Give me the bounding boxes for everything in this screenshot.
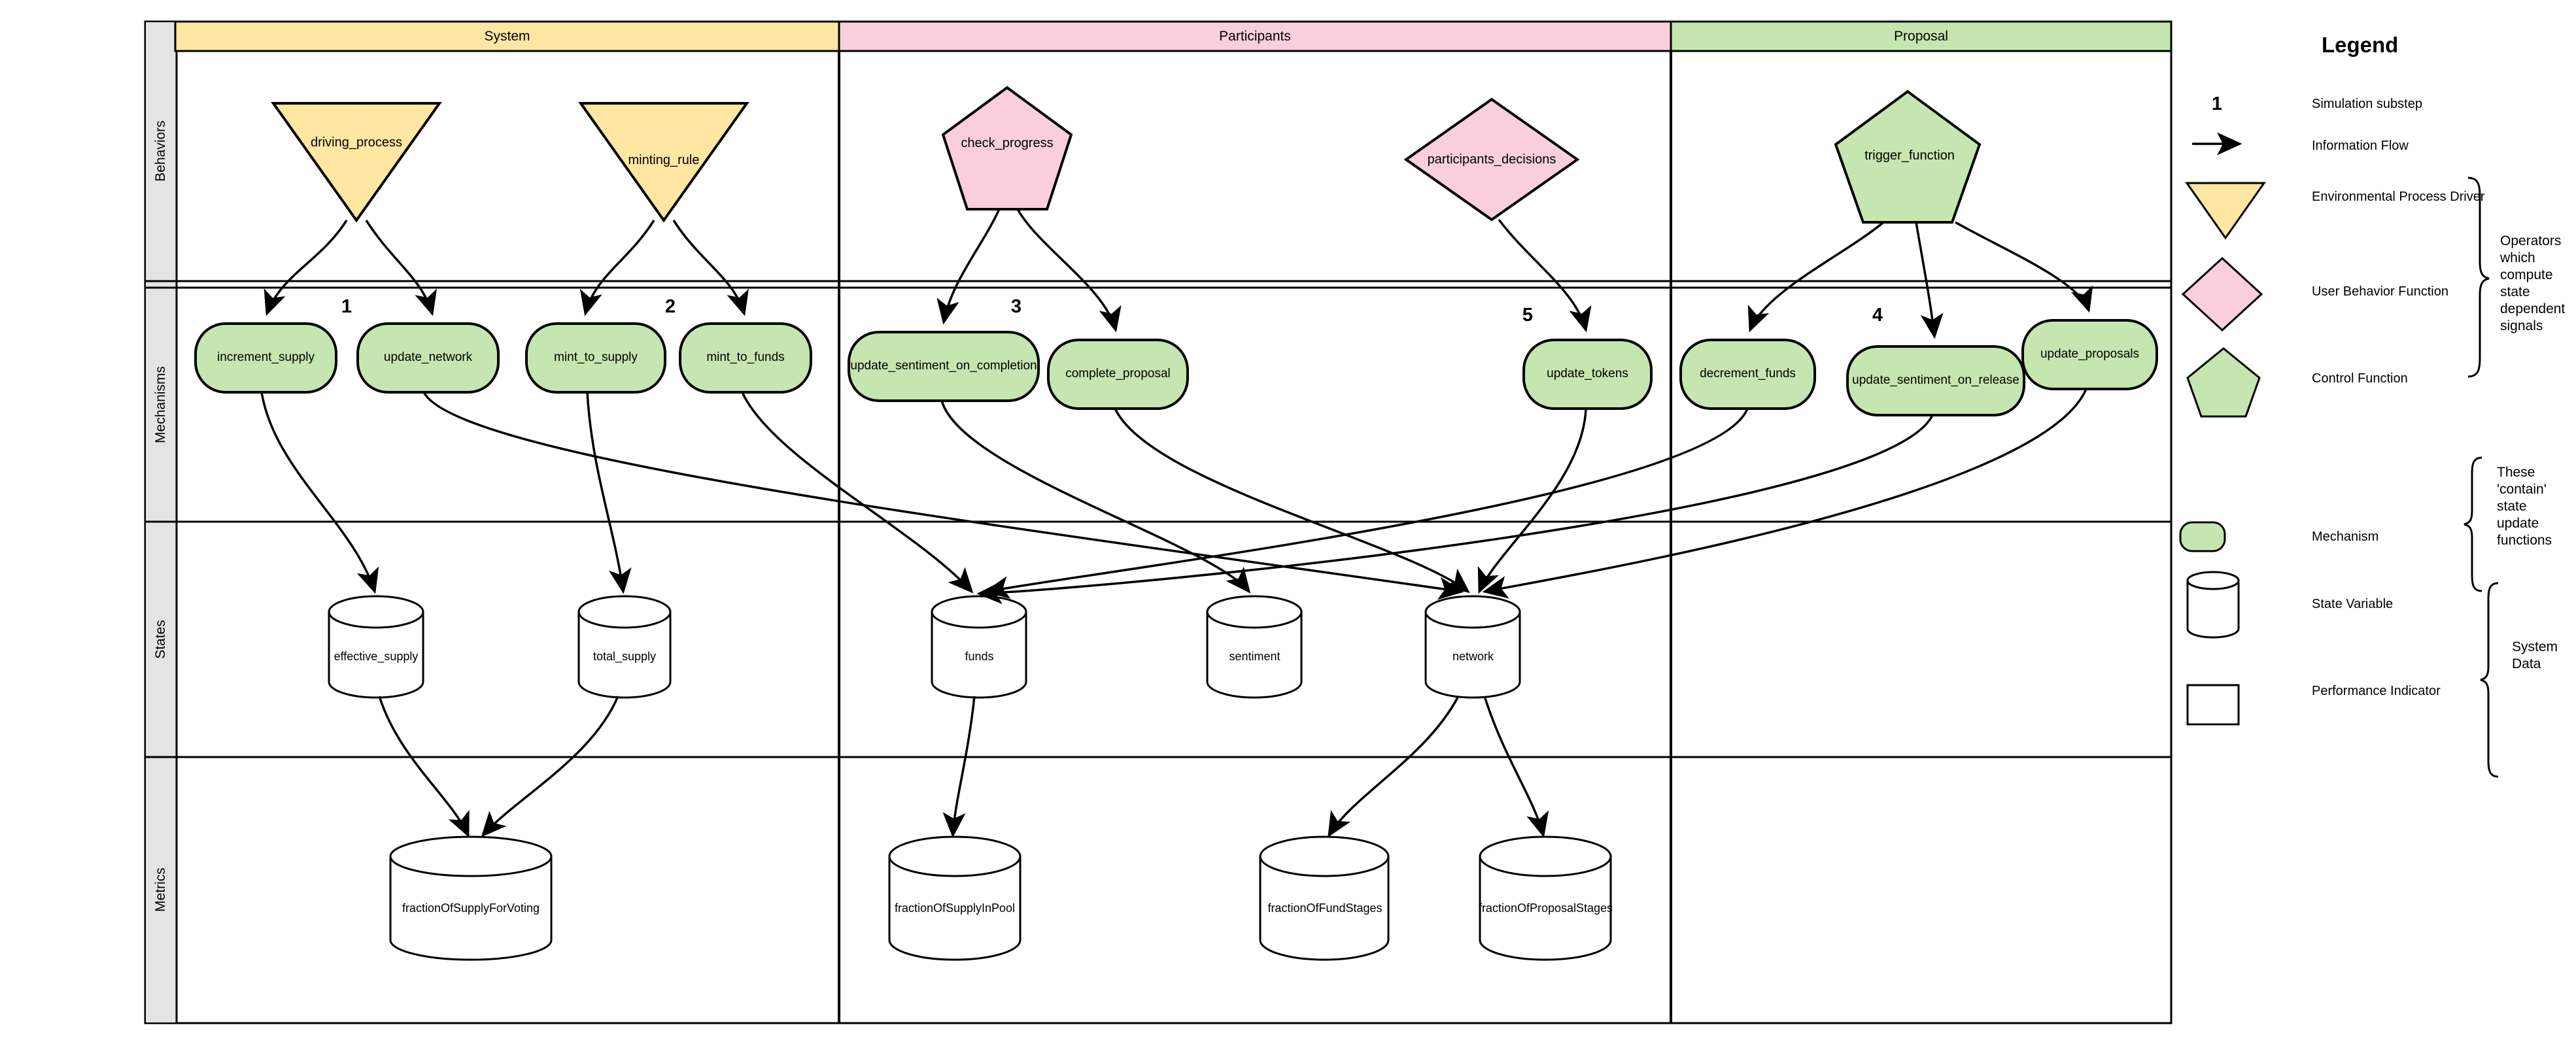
mechanism-shape-update-sentiment-on-release[interactable]: [1846, 345, 2025, 416]
legend-rounded-icon: [2179, 521, 2226, 552]
metric-shape-fraction-of-fund-stages[interactable]: [1259, 835, 1390, 961]
legend-cylinder-icon: [2186, 571, 2240, 639]
state-shape-network[interactable]: [1424, 595, 1521, 699]
legend-diamond-icon: [2181, 256, 2263, 332]
legend-brace-operators: [2467, 177, 2490, 378]
legend-brace-system-data: [2480, 582, 2499, 778]
legend-triangle-icon: [2185, 182, 2266, 240]
legend-brace-mechanism: [2464, 456, 2482, 592]
behavior-shape-minting-rule[interactable]: [578, 102, 749, 223]
metric-shape-fraction-of-supply-in-pool[interactable]: [888, 835, 1022, 961]
mechanism-shape-increment-supply[interactable]: [194, 322, 337, 394]
mechanism-shape-complete-proposal[interactable]: [1047, 339, 1189, 410]
mechanism-shape-update-tokens[interactable]: [1522, 339, 1653, 410]
behavior-shape-driving-process[interactable]: [271, 102, 442, 223]
mechanism-shape-update-proposals[interactable]: [2021, 319, 2158, 390]
behavior-shape-participants-decisions[interactable]: [1403, 97, 1580, 222]
behavior-shape-trigger-function[interactable]: [1834, 90, 1982, 224]
state-shape-funds[interactable]: [931, 595, 1027, 699]
mechanism-shape-update-sentiment-on-completion[interactable]: [848, 331, 1040, 402]
edge-group-mechanism-to-state: [260, 388, 2087, 605]
edge-group-behavior-to-mechanism: [264, 209, 2093, 339]
state-shape-total-supply[interactable]: [577, 595, 672, 699]
state-shape-effective-supply[interactable]: [328, 595, 424, 699]
legend-square-icon: [2186, 684, 2240, 726]
behavior-shape-check-progress[interactable]: [941, 86, 1073, 211]
metric-shape-fraction-of-proposal-stages[interactable]: [1479, 835, 1612, 961]
metric-shape-fraction-of-supply-for-voting[interactable]: [389, 835, 553, 961]
edge-group-state-to-metric: [378, 696, 1549, 838]
mechanism-shape-mint-to-funds[interactable]: [679, 322, 812, 394]
mechanism-shape-update-network[interactable]: [356, 322, 500, 394]
legend-pentagon-icon: [2186, 347, 2261, 418]
mechanism-shape-mint-to-supply[interactable]: [525, 322, 666, 394]
state-shape-sentiment[interactable]: [1206, 595, 1303, 699]
mechanism-shape-decrement-funds[interactable]: [1679, 339, 1816, 410]
